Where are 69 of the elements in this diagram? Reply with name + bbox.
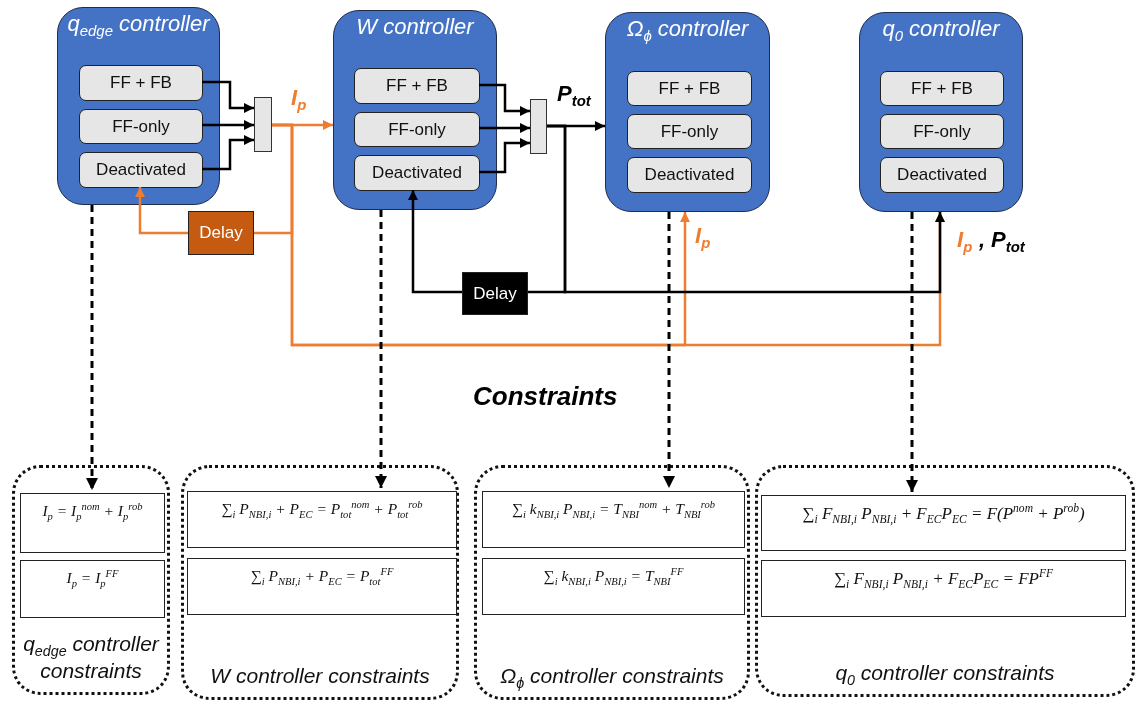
dashed-arrow <box>663 212 675 488</box>
panel-title: q$_{0}$ controller constraints <box>834 660 1056 686</box>
equation-box <box>187 491 457 548</box>
mode-box <box>627 157 752 193</box>
mode-box <box>880 114 1004 149</box>
delay-block <box>462 272 528 315</box>
mode-box <box>354 68 480 104</box>
mode-label: FF-only <box>112 116 170 137</box>
mode-box <box>627 114 752 149</box>
equation-box <box>187 558 457 615</box>
mode-label: Deactivated <box>897 165 987 185</box>
equation-box <box>20 493 165 553</box>
dashed-arrow <box>86 205 98 490</box>
mode-label: FF-only <box>660 121 719 142</box>
mode-box <box>354 112 480 147</box>
delay-label: Delay <box>199 223 243 243</box>
mode-label: FF + FB <box>911 78 973 99</box>
mode-label: FF-only <box>913 121 971 142</box>
dashed-arrow <box>375 210 387 488</box>
mode-label: Deactivated <box>644 165 735 185</box>
delay-block <box>188 211 254 255</box>
mode-label: Deactivated <box>96 160 186 180</box>
equation: ∑$_{i}$ F$_{NBI,i}$ P$_{NBI,i}$ + F$_{EC}$P$_{EC}$ = F(P$^{nom}$ + P$^{rob}$) <box>802 504 1085 529</box>
controller-box <box>859 12 1023 212</box>
constraints-panel <box>181 465 459 700</box>
dashed-arrow <box>906 212 918 492</box>
equation-box <box>761 495 1126 551</box>
mode-label: FF-only <box>388 119 446 140</box>
equation-box <box>20 560 165 618</box>
mode-box <box>880 157 1004 193</box>
selector-bar <box>254 97 272 152</box>
delay-label: Delay <box>473 283 517 304</box>
mode-label: Deactivated <box>372 163 462 183</box>
panel-title: W controller constraints <box>209 663 431 689</box>
mode-label: FF + FB <box>658 78 721 99</box>
equation-box <box>482 491 745 548</box>
arrow <box>202 135 254 171</box>
arrow <box>479 83 530 116</box>
constraints-panel <box>755 465 1135 697</box>
arrow <box>202 80 254 113</box>
constraints-panel <box>474 465 750 700</box>
controller-title: q$_{0}$ controller <box>881 17 1002 41</box>
equation-box <box>482 558 745 615</box>
arrow <box>135 187 188 235</box>
controller-box <box>333 10 497 210</box>
mode-box <box>79 152 203 188</box>
selector-bar <box>530 99 547 154</box>
arrow <box>202 120 254 130</box>
section-title: Constraints <box>472 380 619 412</box>
controller-box <box>605 12 770 212</box>
panel-title: q$_{edge}$ controller constraints <box>22 631 161 684</box>
panel-title: Ω$_{ϕ}$ controller constraints <box>499 663 725 689</box>
arrow <box>479 138 530 174</box>
equation-box <box>761 560 1126 617</box>
controller-box <box>57 7 220 205</box>
mode-label: FF + FB <box>110 73 172 93</box>
arrow <box>479 123 530 133</box>
equation: ∑$_{i}$ F$_{NBI,i}$ P$_{NBI,i}$ + F$_{EC}$P$_{EC}$ = FP$^{FF}$ <box>833 569 1054 594</box>
mode-box <box>79 109 203 144</box>
mode-box <box>354 155 480 191</box>
mode-label: FF + FB <box>386 76 448 96</box>
arrow <box>408 190 462 294</box>
constraints-panel <box>12 465 170 695</box>
mode-box <box>627 71 752 106</box>
separator-comma: , <box>978 226 987 254</box>
mode-box <box>79 65 203 101</box>
arrow <box>547 124 945 294</box>
controller-title: W controller <box>355 15 476 39</box>
mode-box <box>880 71 1004 106</box>
